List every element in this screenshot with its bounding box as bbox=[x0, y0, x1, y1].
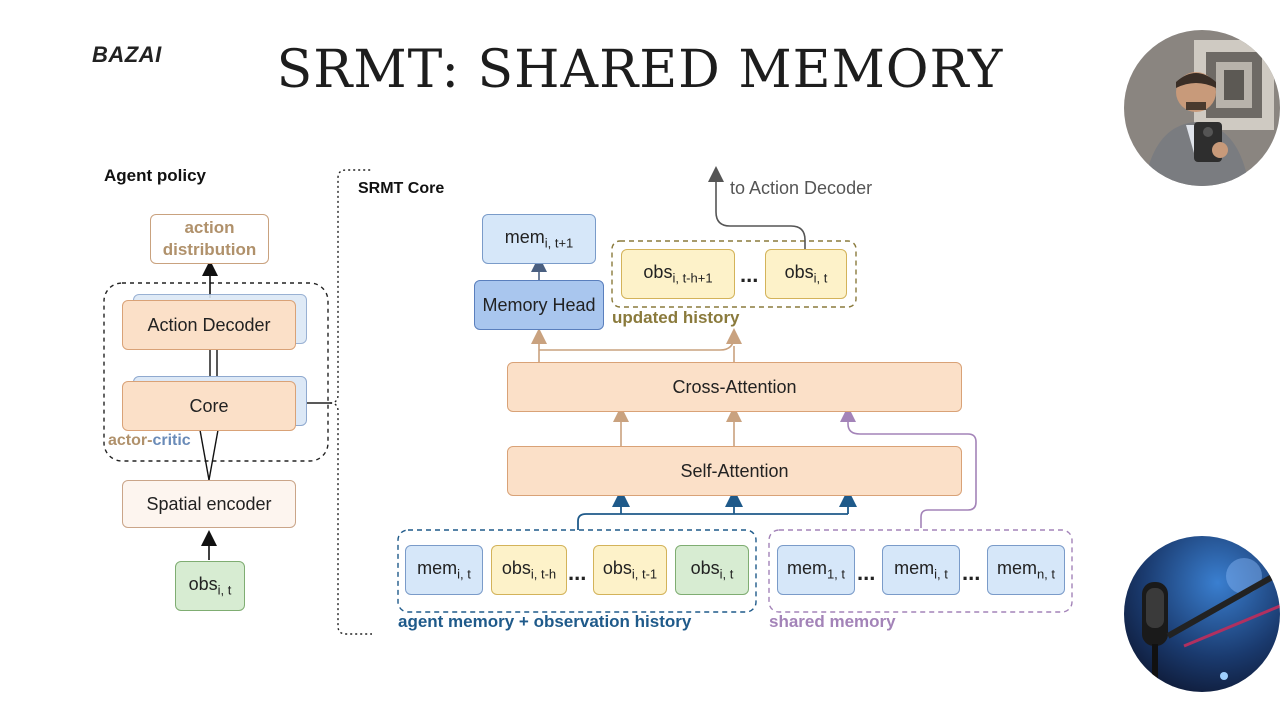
shared-mem-i-node: memi, t bbox=[882, 545, 960, 595]
agent-policy-heading: Agent policy bbox=[104, 166, 207, 185]
obs-input-label: obsi, t bbox=[188, 574, 232, 598]
obs-t-1-label: obsi, t-1 bbox=[602, 558, 658, 582]
spatial-encoder-node: Spatial encoder bbox=[122, 480, 296, 528]
agent-mem-label: memi, t bbox=[417, 558, 471, 582]
critic-label: critic bbox=[152, 432, 191, 449]
history-obs-2-node: obsi, t bbox=[765, 249, 847, 299]
shared-memory-container bbox=[768, 529, 1073, 613]
action-distribution-line1: action bbox=[184, 218, 235, 237]
spatial-encoder-label: Spatial encoder bbox=[146, 493, 272, 514]
shared-mem-n-label: memn, t bbox=[996, 558, 1056, 582]
history-obs-1-label: obsi, t-h+1 bbox=[643, 262, 713, 286]
memory-head-node: Memory Head bbox=[474, 280, 604, 330]
action-decoder-node: Action Decoder bbox=[122, 300, 296, 350]
slide-title: SRMT: SHARED MEMORY bbox=[276, 40, 1004, 100]
to-action-decoder-label: to Action Decoder bbox=[730, 178, 873, 198]
actor-critic-label: actor-critic bbox=[108, 432, 191, 450]
action-decoder-label: Action Decoder bbox=[147, 314, 271, 335]
obs-t-1-node: obsi, t-1 bbox=[593, 545, 667, 595]
core-label: Core bbox=[189, 395, 229, 416]
cross-attention-node: Cross-Attention bbox=[507, 362, 962, 412]
action-distribution-line2: distribution bbox=[162, 240, 257, 259]
studio-microphone-photo bbox=[1124, 536, 1280, 692]
obs-t-h-node: obsi, t-h bbox=[491, 545, 567, 595]
agent-mem-node: memi, t bbox=[405, 545, 483, 595]
shared-ellipsis-1: ... bbox=[857, 560, 876, 585]
history-obs-2-label: obsi, t bbox=[784, 262, 828, 286]
history-ellipsis: ... bbox=[740, 262, 759, 287]
agent-memory-label: agent memory + observation history bbox=[398, 612, 692, 631]
cross-attention-label: Cross-Attention bbox=[672, 376, 797, 397]
shared-mem-1-label: mem1, t bbox=[786, 558, 846, 582]
brand-logo: BAZAI bbox=[92, 42, 162, 67]
srmt-core-heading: SRMT Core bbox=[358, 180, 445, 197]
history-obs-1-node: obsi, t-h+1 bbox=[621, 249, 735, 299]
shared-mem-1-node: mem1, t bbox=[777, 545, 855, 595]
shared-mem-i-label: memi, t bbox=[894, 558, 948, 582]
actor-label: actor bbox=[108, 432, 148, 449]
shared-memory-label: shared memory bbox=[769, 612, 896, 631]
memory-head-label: Memory Head bbox=[482, 294, 596, 315]
shared-mem-n-node: memn, t bbox=[987, 545, 1065, 595]
obs-input-node: obsi, t bbox=[175, 561, 245, 611]
updated-history-label: updated history bbox=[612, 308, 740, 327]
actor-critic-container bbox=[103, 282, 329, 462]
mem-next-label: memi, t+1 bbox=[504, 227, 574, 251]
updated-history-container bbox=[611, 240, 857, 308]
agent-ellipsis: ... bbox=[568, 560, 587, 585]
self-attention-node: Self-Attention bbox=[507, 446, 962, 496]
self-attention-label: Self-Attention bbox=[680, 460, 789, 481]
mem-next-node: memi, t+1 bbox=[482, 214, 596, 264]
actor-critic-dash: - bbox=[147, 432, 153, 449]
obs-t-h-label: obsi, t-h bbox=[501, 558, 557, 582]
shared-ellipsis-2: ... bbox=[962, 560, 981, 585]
obs-t-current-node: obsi, t bbox=[675, 545, 749, 595]
action-distribution-node: action distribution bbox=[150, 214, 269, 264]
obs-t-current-label: obsi, t bbox=[690, 558, 734, 582]
core-node: Core bbox=[122, 381, 296, 431]
